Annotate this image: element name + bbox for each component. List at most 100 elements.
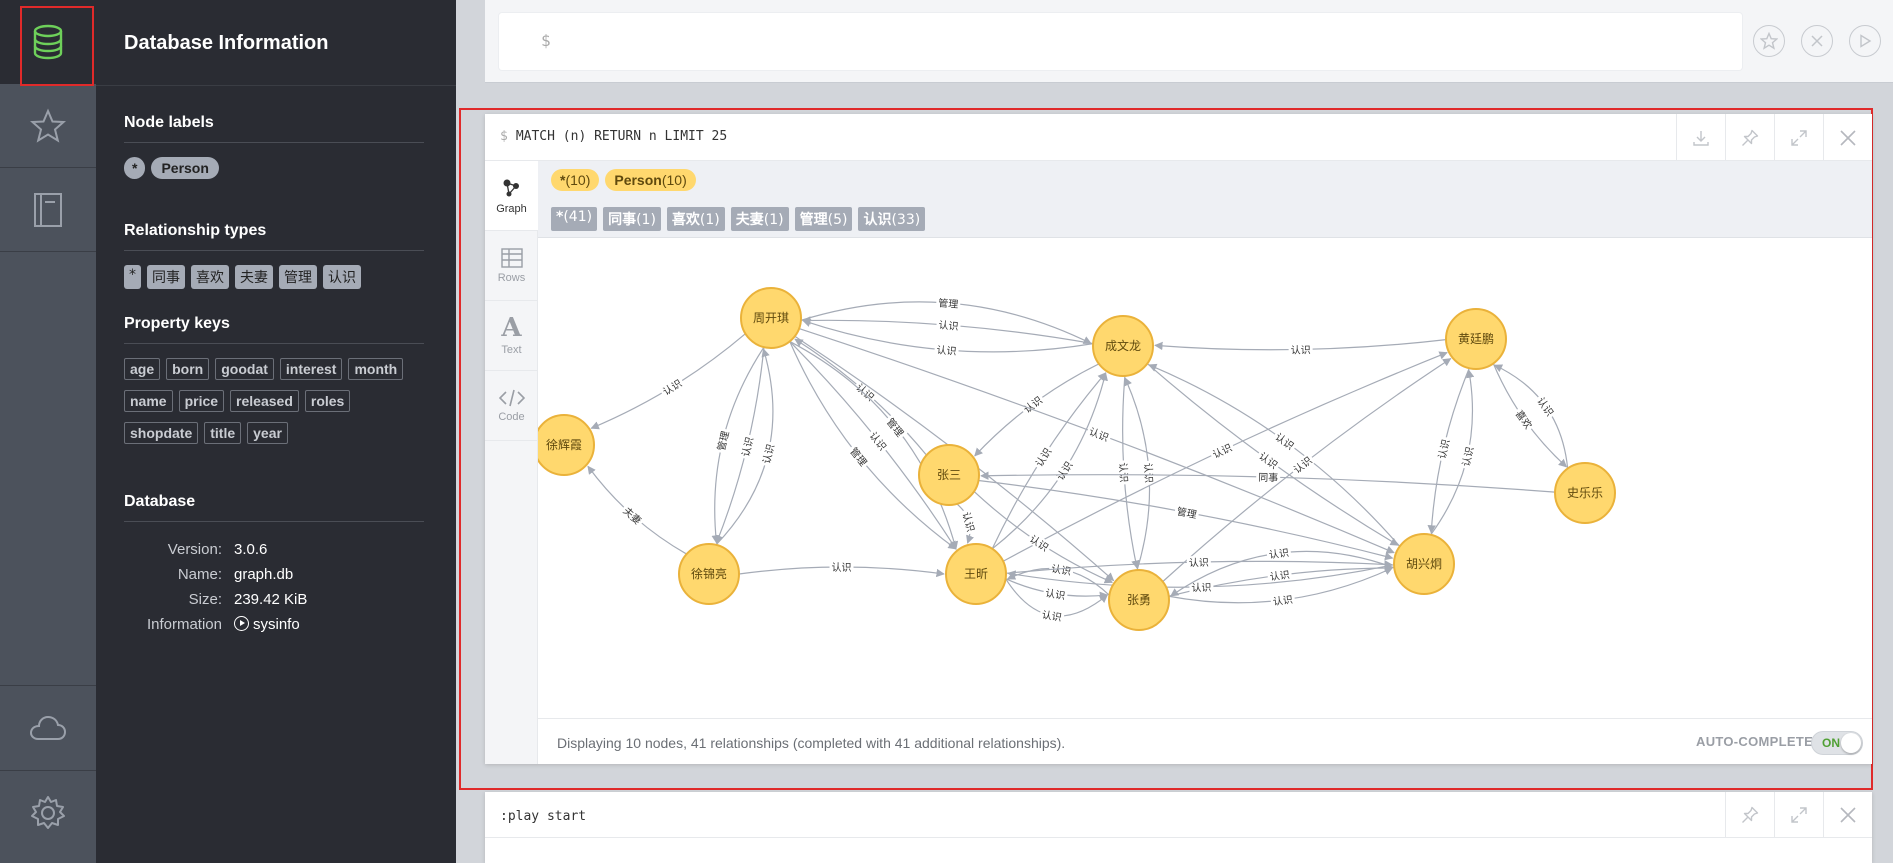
expand-button[interactable] bbox=[1774, 114, 1823, 161]
rail-favorites-button[interactable] bbox=[0, 84, 96, 168]
toggle-knob bbox=[1841, 733, 1861, 753]
close-frame-button[interactable] bbox=[1823, 792, 1872, 838]
db-row-size: Size: 239.42 KiB bbox=[136, 588, 308, 611]
relationship-label-bg bbox=[1288, 343, 1313, 356]
property-key-pill[interactable]: released bbox=[230, 390, 299, 412]
graph-canvas[interactable]: 认识认识管理认识认识认识管理认识夫妻认识认识认识管理管理认识认识认识认识认识认识… bbox=[533, 238, 1872, 718]
relationship-label: 认识 bbox=[1269, 568, 1290, 583]
graph-node-label: 周开琪 bbox=[753, 311, 789, 325]
relationship-label-bg bbox=[738, 433, 756, 460]
tab-code[interactable]: Code bbox=[485, 371, 538, 441]
graph-svg[interactable]: 认识认识管理认识认识认识管理认识夫妻认识认识认识管理管理认识认识认识认识认识认识… bbox=[533, 238, 1872, 718]
property-key-pill[interactable]: shopdate bbox=[124, 422, 199, 444]
tab-rows[interactable]: Rows bbox=[485, 231, 538, 301]
legend-count: (10) bbox=[565, 172, 591, 188]
rel-type-pill[interactable]: 管理 bbox=[279, 265, 317, 289]
autocomplete-toggle[interactable]: ON bbox=[1811, 731, 1863, 755]
relationship-edge[interactable] bbox=[1493, 364, 1569, 469]
frame-query[interactable]: $MATCH (n) RETURN n LIMIT 25 bbox=[500, 129, 727, 144]
relationship-label-bg bbox=[1270, 592, 1296, 608]
rail-documents-button[interactable] bbox=[0, 168, 96, 252]
text-icon: A bbox=[501, 312, 522, 343]
legend-count: (1) bbox=[699, 212, 720, 228]
graph-node[interactable] bbox=[945, 543, 1007, 605]
graph-node[interactable] bbox=[1445, 308, 1507, 370]
node-label-pill-all[interactable]: * bbox=[124, 157, 146, 179]
legend-rel[interactable]: 喜欢(1) bbox=[666, 207, 725, 231]
rel-type-pill[interactable]: 同事 bbox=[147, 265, 185, 289]
graph-node[interactable] bbox=[678, 543, 740, 605]
legend-node-all[interactable]: *(10) bbox=[551, 169, 600, 191]
relationship-label-bg bbox=[1256, 470, 1281, 484]
legend-label: 喜欢 bbox=[671, 212, 700, 228]
graph-node[interactable] bbox=[1108, 569, 1170, 631]
view-tabs: Graph Rows A Text Code bbox=[485, 161, 538, 764]
legend-rel[interactable]: 同事(1) bbox=[603, 207, 661, 231]
autocomplete-label: AUTO-COMPLETE bbox=[1696, 734, 1814, 749]
property-key-pill[interactable]: age bbox=[124, 358, 161, 380]
legend-rel[interactable]: 管理(5) bbox=[794, 207, 853, 231]
tab-graph[interactable]: Graph bbox=[485, 161, 538, 231]
download-icon bbox=[1693, 130, 1709, 146]
rel-type-pill[interactable]: 认识 bbox=[323, 265, 361, 289]
db-row-name: Name: graph.db bbox=[136, 563, 307, 586]
rel-type-pill[interactable]: 喜欢 bbox=[191, 265, 229, 289]
property-key-pill[interactable]: roles bbox=[304, 390, 351, 412]
close-icon bbox=[1811, 35, 1823, 47]
relationship-label-bg bbox=[1458, 443, 1476, 470]
sysinfo-link[interactable]: sysinfo bbox=[234, 613, 307, 636]
legend-rel[interactable]: 认识(33) bbox=[858, 207, 926, 231]
graph-node[interactable] bbox=[1092, 315, 1154, 377]
favorite-query-button[interactable] bbox=[1753, 25, 1785, 57]
relationship-label: 认识 bbox=[1041, 608, 1063, 624]
legend-rel[interactable]: *(41) bbox=[551, 207, 598, 231]
query-editor-input[interactable]: $ bbox=[499, 13, 1742, 70]
property-key-pill[interactable]: year bbox=[247, 422, 288, 444]
graph-node[interactable] bbox=[918, 444, 980, 506]
property-key-pill[interactable]: born bbox=[166, 358, 210, 380]
relationship-label: 管理 bbox=[1176, 505, 1198, 521]
tab-text[interactable]: A Text bbox=[485, 301, 538, 371]
rail-database-button[interactable] bbox=[0, 0, 96, 86]
nodes-layer: 周开琪成文龙黄廷鹏徐辉霞张三史乐乐徐锦亮王昕张勇胡兴炯 bbox=[533, 287, 1616, 631]
run-query-button[interactable] bbox=[1849, 25, 1881, 57]
property-key-pill[interactable]: name bbox=[124, 390, 173, 412]
graph-node[interactable] bbox=[1393, 533, 1455, 595]
download-button[interactable] bbox=[1676, 114, 1725, 161]
expand-button[interactable] bbox=[1774, 792, 1823, 838]
relationship-label: 认识 bbox=[1191, 581, 1211, 594]
property-keys-list: age born goodat interest month name pric… bbox=[124, 358, 424, 444]
relationship-label: 认识 bbox=[938, 318, 959, 333]
property-key-pill[interactable]: title bbox=[204, 422, 242, 444]
pin-button[interactable] bbox=[1725, 114, 1774, 161]
rel-type-pill[interactable]: * bbox=[124, 265, 141, 289]
node-labels-heading: Node labels bbox=[124, 114, 424, 143]
relationship-label-bg bbox=[1142, 460, 1156, 486]
legend-rel[interactable]: 夫妻(1) bbox=[730, 207, 789, 231]
graph-legend: *(10) Person(10) *(41) 同事(1) 喜欢(1) 夫妻(1)… bbox=[538, 161, 1872, 238]
property-key-pill[interactable]: price bbox=[178, 390, 225, 412]
frame-query-text: MATCH (n) RETURN n LIMIT 25 bbox=[515, 129, 728, 144]
relationship-label: 认识 bbox=[1291, 343, 1311, 356]
node-label-pill-person[interactable]: Person bbox=[151, 157, 219, 179]
legend-node-person[interactable]: Person(10) bbox=[605, 169, 696, 191]
rail-cloud-button[interactable] bbox=[0, 685, 96, 769]
result-frame-highlight bbox=[459, 108, 1873, 790]
graph-node[interactable] bbox=[740, 287, 802, 349]
relationship-edge[interactable] bbox=[590, 333, 746, 430]
relationship-edge[interactable] bbox=[587, 465, 687, 555]
rel-type-pill[interactable]: 夫妻 bbox=[235, 265, 273, 289]
pin-button[interactable] bbox=[1725, 792, 1774, 838]
close-frame-button[interactable] bbox=[1823, 114, 1872, 161]
property-key-pill[interactable]: month bbox=[348, 358, 404, 380]
relationship-edge[interactable] bbox=[1492, 363, 1568, 468]
property-key-pill[interactable]: goodat bbox=[215, 358, 274, 380]
graph-node[interactable] bbox=[1554, 462, 1616, 524]
relationship-label: 认识 bbox=[1268, 546, 1289, 561]
close-icon bbox=[1840, 807, 1856, 823]
frame2-query[interactable]: :play start bbox=[500, 809, 587, 824]
property-key-pill[interactable]: interest bbox=[279, 358, 343, 380]
rail-settings-button[interactable] bbox=[0, 770, 96, 854]
clear-query-button[interactable] bbox=[1801, 25, 1833, 57]
graph-node-label: 胡兴炯 bbox=[1406, 557, 1442, 571]
